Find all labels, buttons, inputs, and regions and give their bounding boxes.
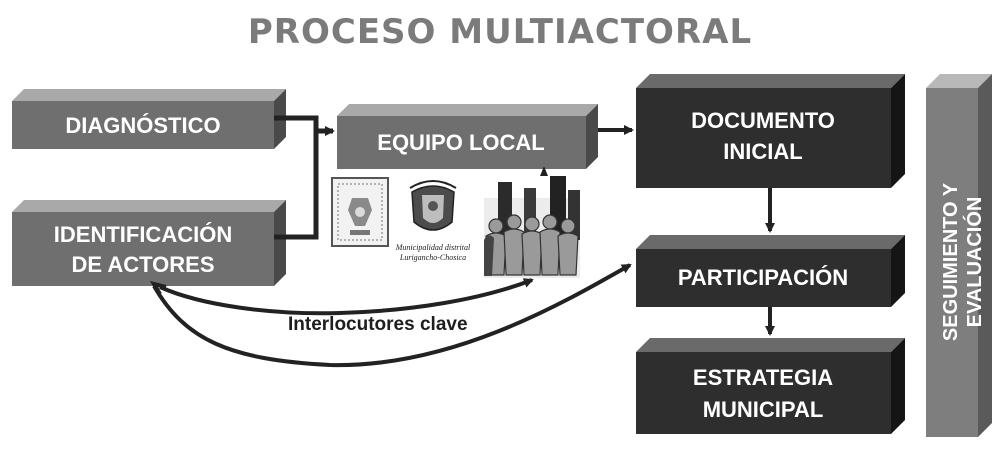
node-estrategia-municipal: ESTRATEGIA MUNICIPAL (636, 338, 905, 434)
cip-logo (331, 177, 389, 247)
edge-label-interlocutores: Interlocutores clave (288, 314, 468, 335)
node-identificacion-label-1: IDENTIFICACIÓN (54, 222, 232, 247)
people-crowd-image (484, 166, 580, 278)
municipalidad-crest: Municipalidad distrital Lurigancho-Chosi… (395, 180, 471, 262)
connector-to-equipo-local (274, 115, 335, 240)
node-equipo-local-label: EQUIPO LOCAL (377, 130, 544, 155)
node-seguimiento-evaluacion: SEGUIMIENTO Y EVALUACIÓN (926, 74, 992, 437)
node-documento-label-2: INICIAL (723, 139, 802, 164)
node-documento-inicial: DOCUMENTO INICIAL (636, 74, 905, 188)
municipalidad-text-1: Municipalidad distrital (395, 243, 471, 252)
node-seguimiento-label-1: SEGUIMIENTO Y (940, 182, 962, 341)
node-estrategia-label-2: MUNICIPAL (703, 397, 824, 422)
diagram-title: PROCESO MULTIACTORAL (247, 12, 753, 52)
node-participacion-label: PARTICIPACIÓN (678, 265, 848, 290)
node-estrategia-label-1: ESTRATEGIA (693, 365, 833, 390)
node-equipo-local: EQUIPO LOCAL (337, 104, 598, 169)
node-diagnostico: DIAGNÓSTICO (12, 89, 286, 149)
identificacion-to-actors-arrow (159, 278, 534, 316)
node-documento-label-1: DOCUMENTO (691, 108, 835, 133)
node-seguimiento-label-2: EVALUACIÓN (962, 197, 986, 328)
node-participacion: PARTICIPACIÓN (636, 235, 905, 307)
node-identificacion-label-2: DE ACTORES (71, 252, 214, 277)
node-diagnostico-label: DIAGNÓSTICO (65, 113, 220, 138)
municipalidad-text-2: Lurigancho-Chosica (399, 253, 466, 262)
node-identificacion-actores: IDENTIFICACIÓN DE ACTORES (12, 200, 286, 286)
